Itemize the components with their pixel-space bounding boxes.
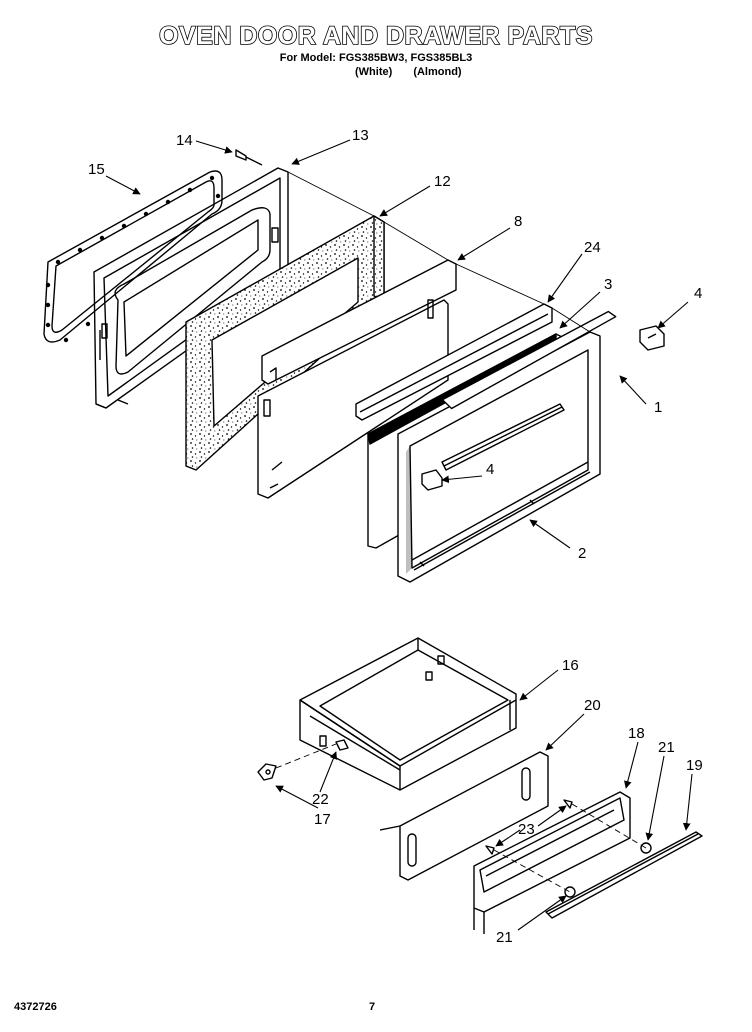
callout-15: 15: [88, 161, 105, 178]
part-17-drawer-glide: [257, 763, 277, 781]
part-20-drawer-front-panel: [379, 751, 549, 881]
callout-13: 13: [352, 127, 369, 144]
part-12-door-insulation: [185, 215, 385, 471]
callout-24: 24: [584, 239, 601, 256]
page-title: OVEN DOOR AND DRAWER PARTS: [158, 21, 593, 51]
color-variants: (White) (Almond): [355, 66, 480, 78]
part-8-door-panel: [257, 259, 457, 499]
drawer-alignment-lines: [275, 743, 647, 893]
callout-22: 22: [312, 791, 329, 808]
callout-leaders: [105, 139, 693, 931]
part-22-drawer-screw: [335, 739, 349, 751]
variant-white: (White): [355, 66, 393, 78]
part-4-handle-end-cap-upper: [639, 325, 665, 351]
variant-almond: (Almond): [413, 66, 462, 78]
part-2-outer-door: [397, 331, 601, 583]
door-alignment-lines: [287, 171, 591, 333]
part-16-drawer-body: [299, 637, 517, 791]
callout-21-lower: 21: [496, 929, 513, 946]
callout-4-lower: 4: [486, 461, 494, 478]
callout-14: 14: [176, 132, 193, 149]
part-18-drawer-front: [473, 791, 631, 934]
document-number: 4372726: [14, 1001, 57, 1013]
part-4-handle-end-cap-lower: [421, 469, 443, 491]
part-15-door-gasket: [43, 170, 223, 343]
callout-17: 17: [314, 811, 331, 828]
callout-19: 19: [686, 757, 703, 774]
callout-8: 8: [514, 213, 522, 230]
part-19-drawer-trim: [545, 831, 703, 919]
callout-3: 3: [604, 276, 612, 293]
callout-4-upper: 4: [694, 285, 702, 302]
part-14-screw: [235, 149, 263, 166]
part-23-screw: [485, 799, 573, 855]
callout-23: 23: [518, 821, 535, 838]
part-21-spacer: [564, 842, 652, 898]
page-number: 7: [369, 1001, 376, 1013]
callout-21-upper: 21: [658, 739, 675, 756]
callout-16: 16: [562, 657, 579, 674]
callout-18: 18: [628, 725, 645, 742]
model-numbers: For Model: FGS385BW3, FGS385BL3: [279, 52, 473, 64]
callout-labels: 14 13 15 12 8 24 3 4 1 4 2 16 20 18 21 1…: [88, 127, 703, 946]
callout-20: 20: [584, 697, 601, 714]
callout-2: 2: [578, 545, 586, 562]
callout-1: 1: [654, 399, 662, 416]
callout-12: 12: [434, 173, 451, 190]
part-1-door-handle: [441, 310, 617, 471]
